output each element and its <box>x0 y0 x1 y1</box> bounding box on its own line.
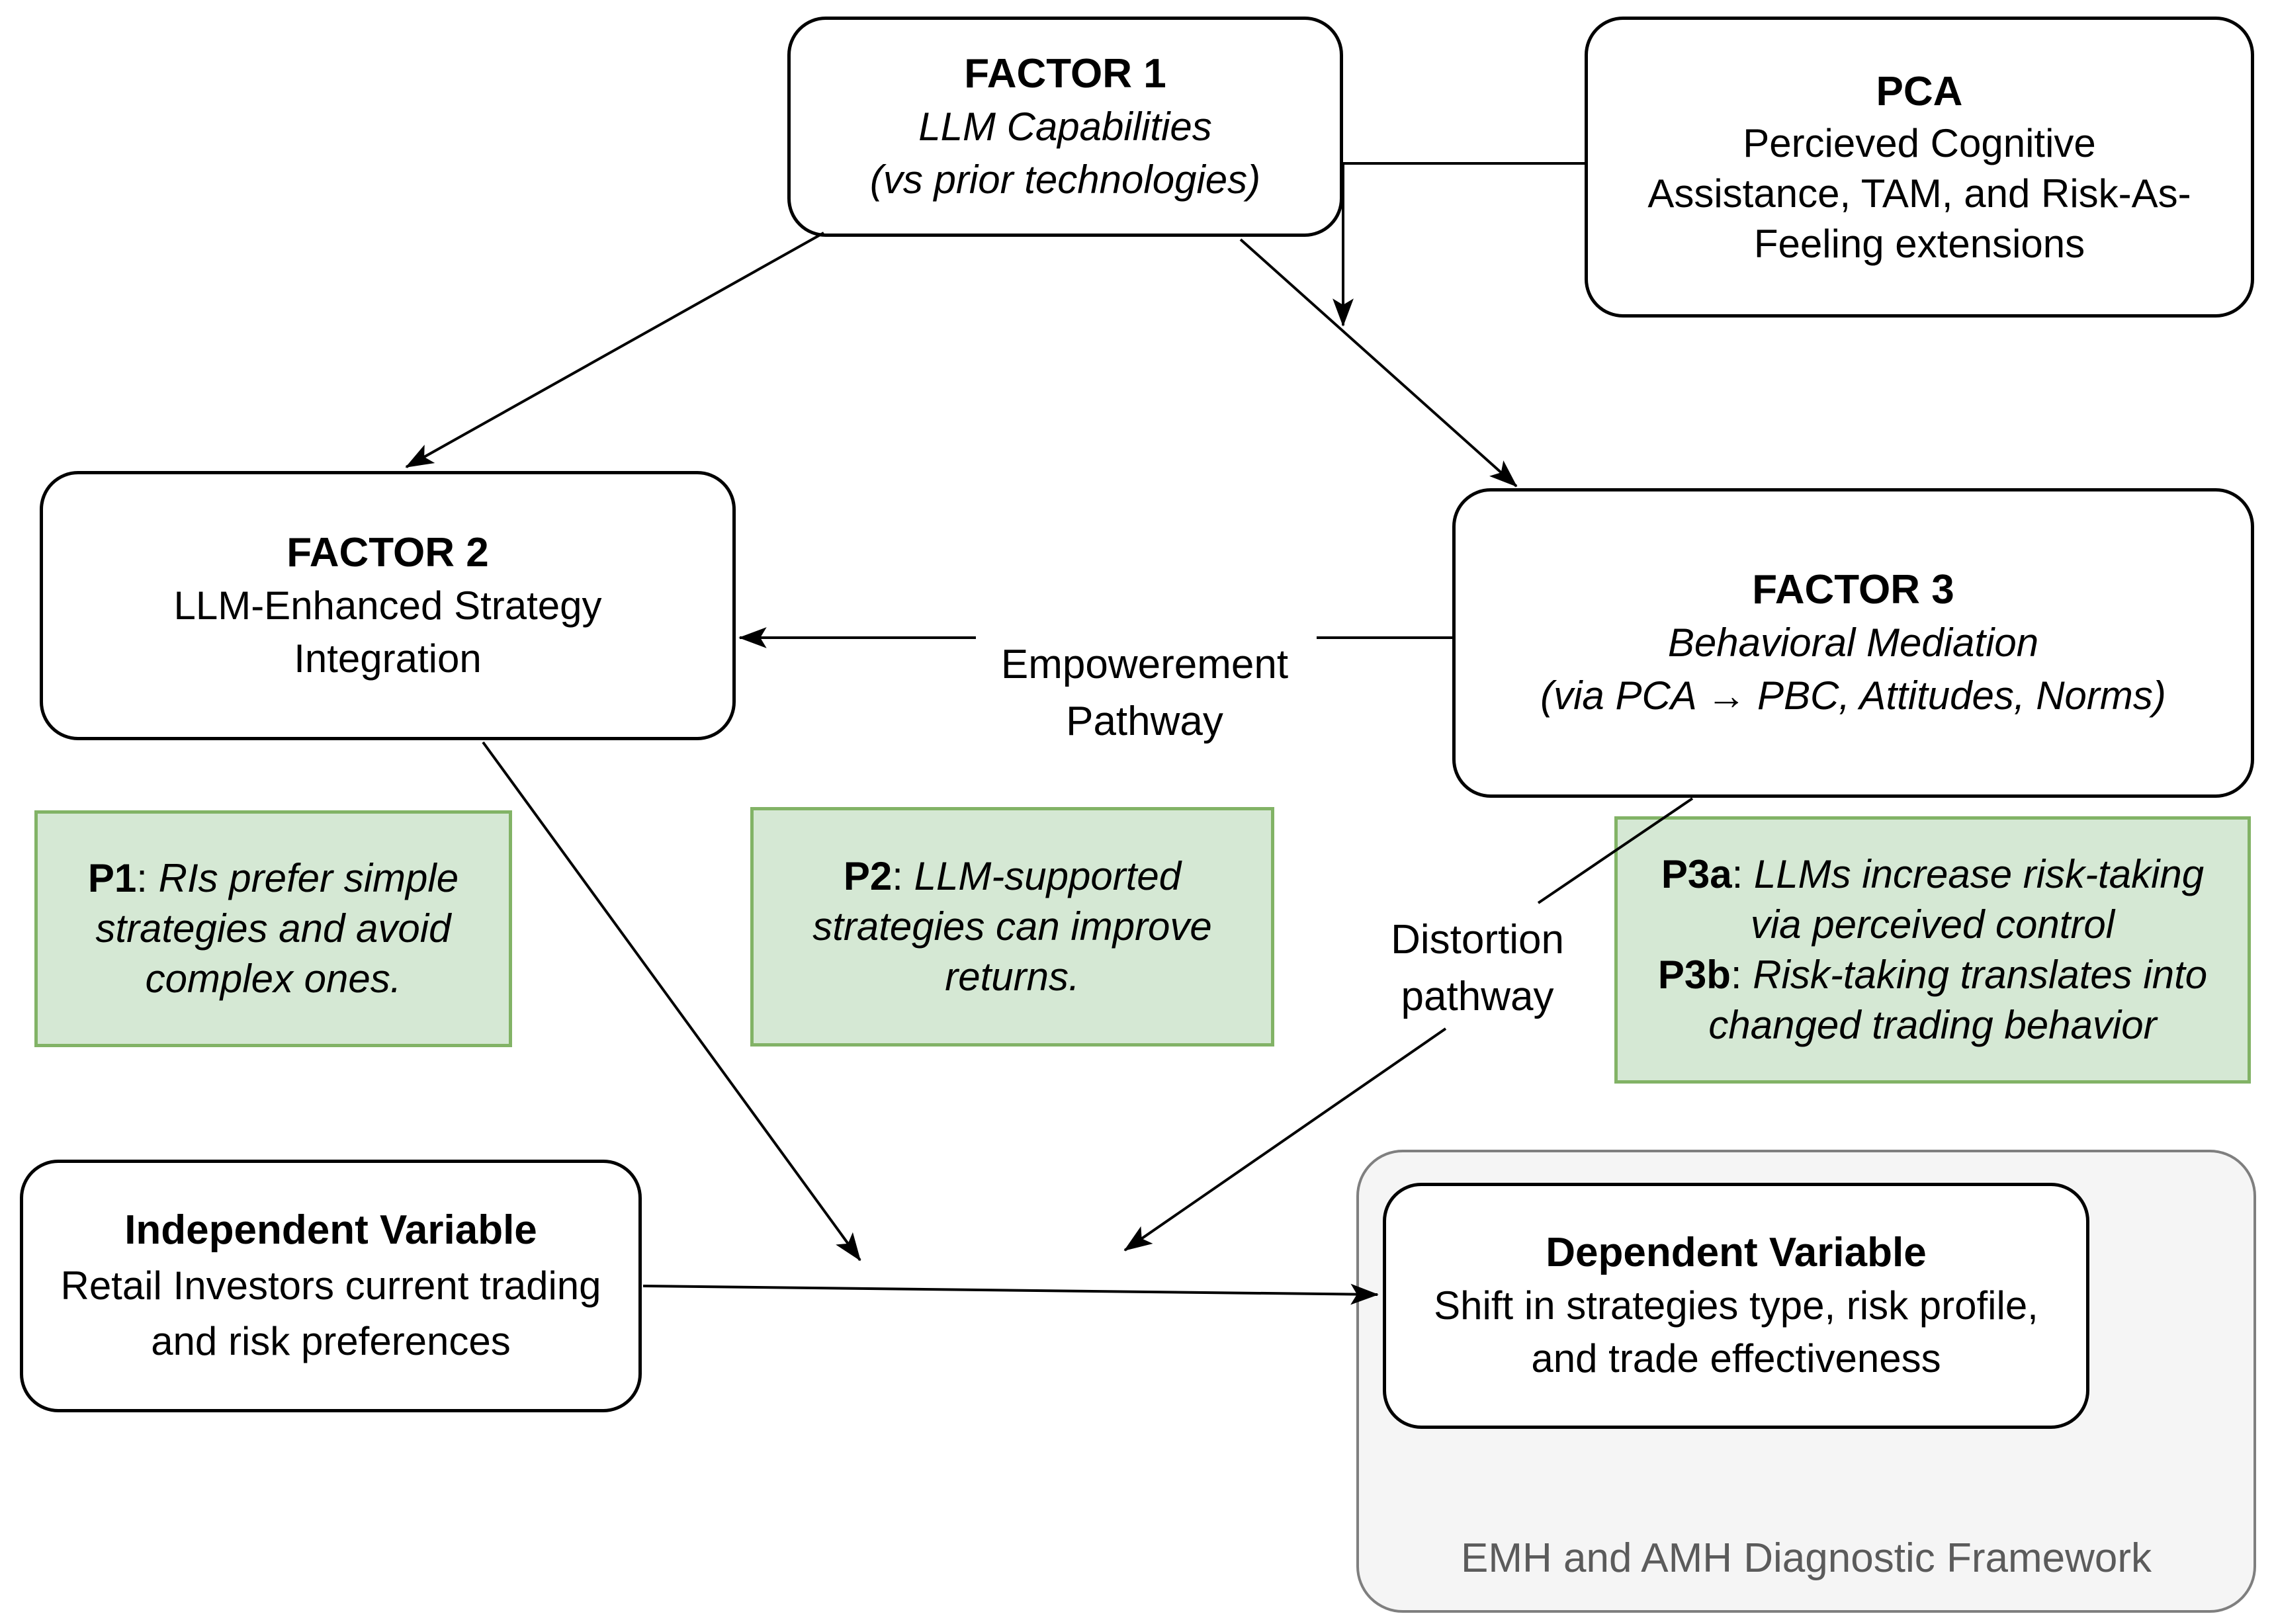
factor3-title: FACTOR 3 <box>1752 567 1954 613</box>
p3a-label: P3a <box>1661 852 1732 896</box>
pca-line: Feeling extensions <box>1753 221 2085 266</box>
node-pca: PCA Percieved Cognitive Assistance, TAM,… <box>1585 17 2254 318</box>
factor1-line: (vs prior technologies) <box>869 157 1261 202</box>
node-independent-variable: Independent Variable Retail Investors cu… <box>20 1160 642 1412</box>
empowerment-label-line: Pathway <box>1066 699 1223 744</box>
empowerment-label-line: Empowerement <box>1000 642 1289 687</box>
factor3-line: (via PCA → PBC, Attitudes, Norms) <box>1540 673 2166 718</box>
node-factor3: FACTOR 3 Behavioral Mediation (via PCA →… <box>1452 488 2254 798</box>
arrow-pca-to-junction <box>1333 162 1585 327</box>
dependent-title: Dependent Variable <box>1546 1230 1927 1275</box>
p1-separator: : <box>136 856 159 900</box>
p2-label: P2 <box>843 854 893 898</box>
p1-text: RIs prefer simple <box>158 856 459 900</box>
p1-line: P1: RIs prefer simple <box>88 853 459 904</box>
p1-label: P1 <box>87 856 137 900</box>
independent-title: Independent Variable <box>124 1207 537 1253</box>
p3a-line: P3a: LLMs increase risk-taking <box>1661 849 2204 900</box>
label-empowerment-pathway: Empowerement Pathway <box>913 636 1376 750</box>
pca-title: PCA <box>1876 68 1963 114</box>
label-distortion-pathway: Distortion pathway <box>1279 912 1676 1025</box>
independent-line: and risk preferences <box>151 1319 511 1363</box>
pca-line: Assistance, TAM, and Risk-As- <box>1647 171 2191 216</box>
p3b-label: P3b <box>1657 953 1731 997</box>
factor3-line: Behavioral Mediation <box>1667 620 2039 665</box>
p2-line: strategies can improve <box>812 904 1212 949</box>
p3a-line: via perceived control <box>1750 902 2115 947</box>
factor1-line: LLM Capabilities <box>918 104 1212 149</box>
factor2-line: LLM-Enhanced Strategy <box>173 583 602 628</box>
node-proposition-p3: P3a: LLMs increase risk-taking via perce… <box>1614 816 2251 1084</box>
p3b-separator: : <box>1730 953 1753 997</box>
factor1-title: FACTOR 1 <box>964 50 1166 97</box>
p2-text: LLM-supported <box>914 854 1182 898</box>
arrow-factor1-to-factor3 <box>1239 238 1518 488</box>
p1-line: strategies and avoid <box>95 906 451 951</box>
node-factor2: FACTOR 2 LLM-Enhanced Strategy Integrati… <box>40 471 736 740</box>
p3b-line: P3b: Risk-taking translates into <box>1658 950 2207 1000</box>
distortion-label-line: pathway <box>1401 974 1554 1019</box>
p3b-text: Risk-taking translates into <box>1753 953 2208 997</box>
node-dependent-variable: Dependent Variable Shift in strategies t… <box>1383 1183 2089 1429</box>
node-proposition-p2: P2: LLM-supported strategies can improve… <box>750 807 1274 1047</box>
dependent-line: and trade effectiveness <box>1531 1336 1941 1381</box>
factor2-title: FACTOR 2 <box>286 529 489 576</box>
p3b-line: changed trading behavior <box>1708 1003 2157 1047</box>
p1-line: complex ones. <box>145 957 402 1001</box>
arrow-independent-to-dependent <box>642 1283 1379 1305</box>
node-factor1: FACTOR 1 LLM Capabilities (vs prior tech… <box>787 17 1343 237</box>
p2-line: returns. <box>945 955 1080 999</box>
factor2-line: Integration <box>294 636 482 681</box>
p2-line: P2: LLM-supported <box>844 851 1181 902</box>
p3a-separator: : <box>1731 852 1754 896</box>
framework-caption: EMH and AMH Diagnostic Framework <box>1461 1535 2152 1581</box>
dependent-line: Shift in strategies type, risk profile, <box>1434 1283 2038 1328</box>
p2-separator: : <box>892 854 914 898</box>
independent-line: Retail Investors current trading <box>60 1263 601 1308</box>
pca-line: Percieved Cognitive <box>1743 120 2096 165</box>
p3a-text: LLMs increase risk-taking <box>1753 852 2205 896</box>
node-proposition-p1: P1: RIs prefer simple strategies and avo… <box>34 810 512 1047</box>
arrow-factor1-to-factor2 <box>405 232 824 468</box>
distortion-label-line: Distortion <box>1391 917 1564 962</box>
